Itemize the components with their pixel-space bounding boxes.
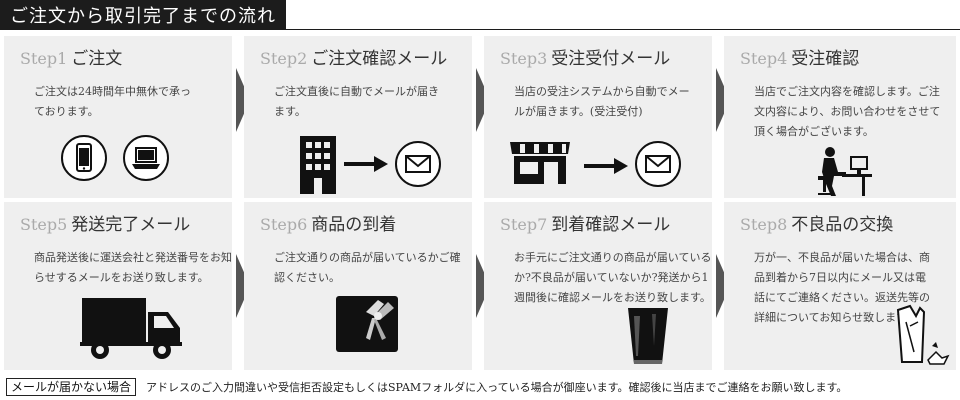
step-description: ご注文通りの商品が届いているかご確認ください。 <box>274 251 461 284</box>
arrow-right-icon <box>236 254 250 318</box>
envelope-icon <box>634 140 682 192</box>
step-number: Step2 <box>260 49 308 68</box>
title-underline <box>0 29 960 30</box>
step-title: ご注文確認メール <box>311 49 448 69</box>
shop-icon <box>508 140 572 190</box>
step-title: ご注文 <box>71 49 123 69</box>
footer-text: アドレスのご入力間違いや受信拒否設定もしくはSPAMフォルダに入っている場合が御… <box>146 381 848 394</box>
envelope-icon <box>394 140 442 192</box>
step-description: お手元にご注文通りの商品が届いているか?不良品が届いていないか?発送から1週間後… <box>514 251 712 304</box>
step-description: ご注文は24時間年中無休で承っております。 <box>34 85 191 118</box>
step-number: Step3 <box>500 49 548 68</box>
step-description: 万が一、不良品が届いた場合は、商品到着から7日以内にメール又は電話にてご連絡くだ… <box>754 251 930 324</box>
step-title: 商品の到着 <box>311 215 397 235</box>
broken-glass-icon <box>892 302 952 372</box>
step-number: Step7 <box>500 215 548 234</box>
arrow-right-icon <box>476 68 490 132</box>
step-title: 受注受付メール <box>551 49 671 69</box>
step-title: 発送完了メール <box>71 215 191 235</box>
smartphone-icon <box>60 134 108 186</box>
step-title: 受注確認 <box>791 49 860 69</box>
step-description: 商品発送後に運送会社と発送番号をお知らせするメールをお送り致します。 <box>34 251 232 284</box>
laptop-icon <box>122 134 170 186</box>
gift-box-icon <box>332 290 404 358</box>
arrow-right-icon <box>716 254 730 318</box>
arrow-right-icon <box>344 156 388 176</box>
truck-icon <box>80 296 184 364</box>
footer-note: メールが届かない場合 アドレスのご入力間違いや受信拒否設定もしくはSPAMフォル… <box>0 376 960 398</box>
step-description: 当店の受注システムから自動でメールが届きます。(受注受付) <box>514 85 690 118</box>
step-number: Step5 <box>20 215 68 234</box>
page-title: ご注文から取引完了までの流れ <box>0 0 286 30</box>
step-number: Step8 <box>740 215 788 234</box>
arrow-right-icon <box>716 68 730 132</box>
arrow-right-icon <box>476 254 490 318</box>
glass-icon <box>626 306 670 370</box>
step-description: ご注文直後に自動でメールが届きます。 <box>274 85 439 118</box>
step-number: Step6 <box>260 215 308 234</box>
step-number: Step4 <box>740 49 788 68</box>
step-title: 到着確認メール <box>551 215 671 235</box>
building-icon <box>298 134 338 198</box>
footer-label: メールが届かない場合 <box>6 378 137 396</box>
step-number: Step1 <box>20 49 68 68</box>
arrow-right-icon <box>236 68 250 132</box>
step-title: 不良品の交換 <box>791 215 894 235</box>
arrow-right-icon <box>584 158 628 178</box>
person-at-computer-icon <box>816 146 872 202</box>
step-description: 当店でご注文内容を確認します。ご注文内容により、お問い合わせをさせて頂く場合がご… <box>754 85 941 138</box>
